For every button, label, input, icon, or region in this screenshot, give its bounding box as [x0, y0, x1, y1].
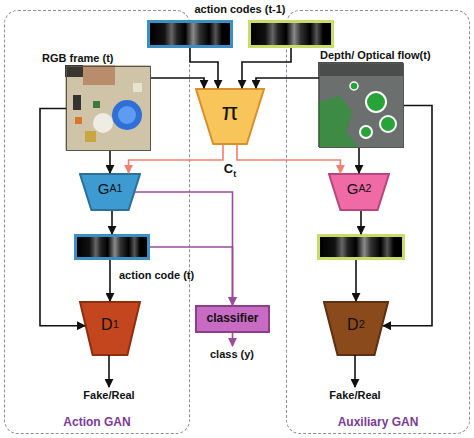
gan-group: Auxiliary GAN Depth/ Optical flow(t) GA2D2: [286, 10, 470, 434]
connector: [135, 192, 233, 305]
output-arrow: [232, 333, 234, 346]
connector: [242, 48, 291, 88]
main-letter: C: [224, 161, 233, 176]
connector: [150, 247, 233, 305]
subscript: A2: [358, 183, 371, 195]
connector: [256, 78, 319, 88]
input-frame: Depth/ Optical flow(t): [319, 63, 404, 148]
blue-bowl: [112, 100, 142, 130]
connector: [355, 260, 357, 301]
connector: [360, 211, 362, 234]
connector: [190, 48, 218, 88]
subscript: 2: [359, 318, 365, 330]
discriminator: D2: [323, 301, 389, 356]
network-outline: [196, 89, 264, 144]
main-letter: G: [347, 181, 359, 198]
connector: [109, 260, 111, 301]
depth-band: [318, 62, 403, 76]
network-symbol: GA1: [79, 173, 141, 205]
network-outline: [80, 174, 140, 210]
output-arrows: [109, 333, 355, 387]
output-arrow: [108, 355, 110, 387]
main-letter: G: [98, 181, 110, 198]
action-code-bar: [317, 234, 405, 260]
connector: [129, 145, 223, 173]
jar: [85, 131, 96, 142]
group-title: Action GAN: [63, 416, 130, 429]
depth-object: [360, 126, 372, 138]
output-label: Fake/Real: [83, 389, 134, 401]
classifier-label: classifier: [197, 307, 268, 331]
main-letter: D: [101, 316, 113, 334]
gan-group: Action GAN RGB frame (t) GA1 action code (t…: [4, 10, 190, 434]
generator: GA1: [79, 173, 141, 211]
policy-network: π: [195, 88, 265, 145]
connector: [358, 148, 360, 173]
network-outline: [324, 302, 388, 355]
green-item: [93, 101, 100, 108]
network-outline: [329, 174, 389, 210]
rgb-photo: [65, 65, 150, 150]
table-surface: [65, 65, 150, 150]
depth-object: [380, 116, 396, 132]
classifier-box: classifier: [195, 305, 270, 333]
connector: [109, 151, 111, 173]
depth-object: [366, 92, 386, 112]
depth-photo: [318, 62, 403, 147]
output-arrow: [354, 355, 356, 387]
plate: [93, 113, 113, 133]
output-label: class (y): [210, 348, 254, 360]
orange-item: [75, 117, 82, 124]
network-symbol: D2: [323, 301, 389, 348]
depth-region: [318, 96, 358, 147]
frame-label: Depth/ Optical flow(t): [320, 49, 431, 61]
input-frame: RGB frame (t): [66, 66, 151, 151]
network-symbol: π: [195, 88, 265, 136]
generator: GA2: [328, 173, 390, 211]
context-label: Ct: [224, 162, 236, 179]
bar-label: action code (t): [119, 269, 194, 281]
discriminator: D1: [79, 301, 141, 356]
subscript: t: [233, 169, 236, 179]
action-code-bar: [147, 20, 233, 48]
network-symbol: D1: [79, 301, 141, 348]
group-title: Auxiliary GAN: [338, 416, 419, 429]
subscript: 1: [113, 318, 119, 330]
network-outline: [80, 302, 140, 355]
action-code-bar: action code (t): [74, 234, 150, 260]
main-letter: D: [347, 316, 359, 334]
frame-label: RGB frame (t): [42, 52, 114, 64]
bottle: [73, 95, 81, 110]
connector: [111, 211, 113, 234]
input-label: action codes (t-1): [194, 3, 285, 15]
hand: [83, 65, 115, 85]
action-code-bar: [248, 20, 334, 48]
connector: [237, 145, 340, 173]
connector: [40, 109, 85, 326]
cup: [133, 83, 142, 92]
network-symbol: GA2: [328, 173, 390, 205]
depth-background: [318, 62, 403, 147]
depth-object: [350, 82, 358, 90]
connector: [151, 78, 204, 88]
subscript: A1: [109, 183, 122, 195]
output-label: Fake/Real: [329, 389, 380, 401]
bowl-inner: [118, 106, 136, 124]
connector: [383, 106, 432, 326]
